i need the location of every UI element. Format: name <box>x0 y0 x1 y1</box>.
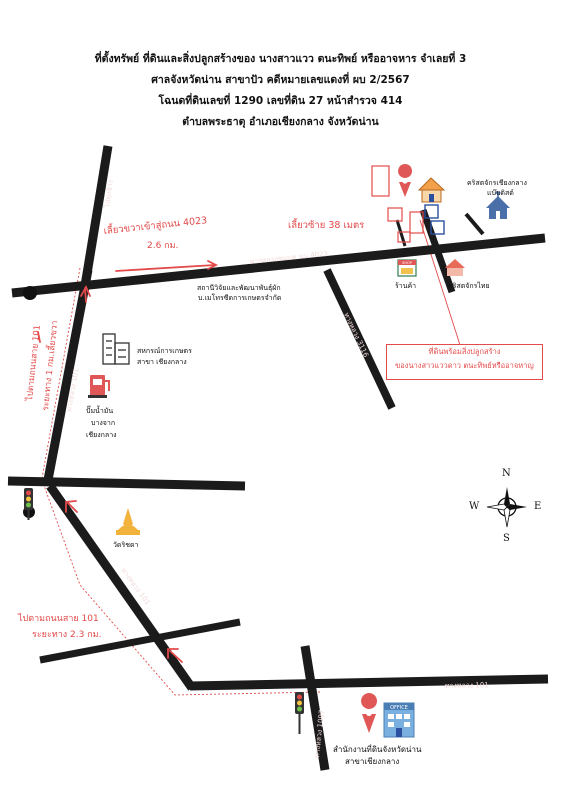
compass-east: E <box>534 501 542 512</box>
traffic-light-icon <box>24 488 33 520</box>
shop-icon: SHOP <box>397 259 417 277</box>
direction-arrows <box>37 260 219 663</box>
callout-line1: ที่ดินพร้อมสิ่งปลูกสร้าง <box>428 347 501 356</box>
label-gas-2: บางจาก <box>91 419 116 427</box>
label-gas-1: ปั๊มน้ำมัน <box>86 407 114 415</box>
road-property-lane <box>419 208 456 294</box>
small-house-icon <box>445 259 465 276</box>
label-land-office-1: สำนักงานที่ดินจังหวัดน่าน <box>333 745 422 754</box>
road-101-north <box>43 269 93 481</box>
direction-follow-101-b: ไปตามถนนสาย 101 <box>18 614 99 624</box>
map-title-line4: ตำบลพระธาตุ อำเภอเชียงกลาง จังหวัดน่าน <box>182 116 379 128</box>
compass-west: W <box>469 501 480 512</box>
map-title-line1: ที่ตั้งทรัพย์ ที่ดินและสิ่งปลูกสร้างของ … <box>94 53 467 65</box>
label-temple: วัดริชดา <box>113 541 139 549</box>
road-label-3116: ทางหลวง 3116 <box>342 311 370 359</box>
road-101-diagonal <box>46 483 196 691</box>
label-coop-2: สาขา เชียงกลาง <box>137 358 187 366</box>
church-icon <box>486 191 510 219</box>
building-icon <box>102 333 130 365</box>
property-pin-icon <box>398 164 413 197</box>
label-evangelical-church: คริสตจักรไทย <box>448 282 490 290</box>
traffic-light-icon <box>295 692 304 734</box>
svg-text:SHOP: SHOP <box>402 261 412 265</box>
road-label-101-c: ทางหลวง 101 <box>445 681 489 690</box>
property-parcels <box>371 165 445 243</box>
callout-line2: ของนางสาวแววดาว ตนะทิพย์หรืออาจหาญ <box>395 361 534 370</box>
label-church-1: คริสตจักรเชียงกลาง <box>467 179 527 187</box>
label-land-office-2: สาขาเชียงกลาง <box>345 757 400 766</box>
road-1097 <box>300 645 330 771</box>
map-title-line3: โฉนดที่ดินเลขที่ 1290 เลขที่ดิน 27 หน้าส… <box>158 95 403 107</box>
road-label-north: ไปทุ่งช้าง <box>102 179 115 209</box>
compass-south: S <box>503 533 510 544</box>
svg-text:OFFICE: OFFICE <box>390 705 408 711</box>
label-shop: ร้านค้า <box>395 282 417 290</box>
road-west-branch <box>39 618 241 664</box>
road-church-lane <box>464 212 485 236</box>
compass-north: N <box>502 468 511 479</box>
gas-station-icon <box>88 375 110 398</box>
label-church-2: แบ๊บติสต์ <box>487 189 514 197</box>
road-north-branch <box>79 145 113 293</box>
land-office-pin-icon <box>361 693 378 733</box>
label-college-2: บ.เมโทรซีดการเกษตรจำกัด <box>198 294 282 302</box>
compass-rose-icon <box>486 487 527 528</box>
label-gas-3: เชียงกลาง <box>86 431 117 439</box>
temple-icon <box>116 508 140 535</box>
label-coop-1: สหกรณ์การเกษตร <box>137 347 192 355</box>
direction-turn-right-distance: 2.6 กม. <box>147 241 179 251</box>
house-icon <box>417 177 446 203</box>
road-network <box>7 145 549 771</box>
road-end-dot-west <box>23 286 37 300</box>
road-4023 <box>11 233 546 298</box>
road-101-south <box>189 674 549 691</box>
road-crossroad <box>7 476 246 491</box>
direction-follow-101-b-distance: ระยะทาง 2.3 กม. <box>32 630 102 640</box>
office-building-icon: OFFICE <box>383 702 415 738</box>
road-3116 <box>323 268 396 410</box>
map-title-line2: ศาลจังหวัดน่าน สาขาปัว คดีหมายเลขแดงที่ … <box>151 74 410 86</box>
label-college-1: สถานีวิจัยและพัฒนาพันธุ์ผัก <box>197 284 281 292</box>
property-callout: ที่ดินพร้อมสิ่งปลูกสร้าง ของนางสาวแววดาว… <box>386 344 543 380</box>
direction-turn-left: เลี้ยวซ้าย 38 เมตร <box>288 220 365 231</box>
